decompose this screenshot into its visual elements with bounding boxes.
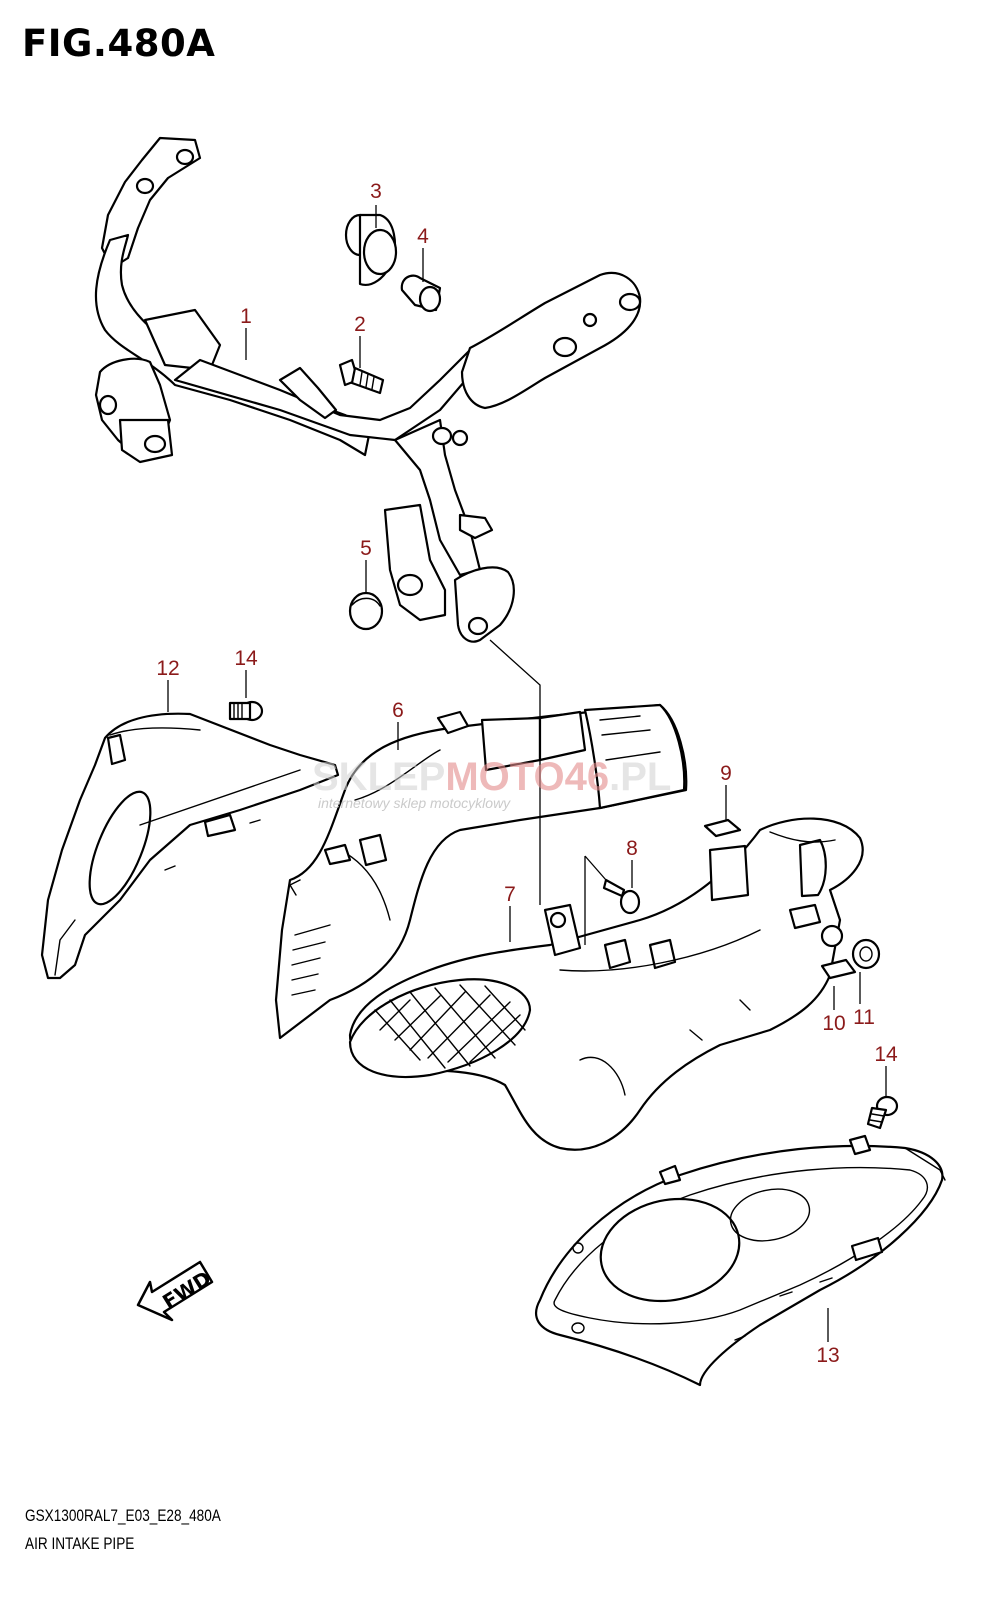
leader-lines — [167, 205, 887, 1342]
callout-12: 12 — [156, 657, 179, 680]
watermark-brand-1: SKLEP — [312, 755, 445, 799]
callout-10: 10 — [822, 1012, 845, 1035]
part-9-clip[interactable] — [703, 818, 742, 838]
watermark-brand-3: .PL — [609, 755, 671, 799]
part-14-screw-lower[interactable] — [866, 1095, 899, 1130]
figure-code: GSX1300RAL7_E03_E28_480A — [25, 1506, 221, 1525]
part-12-inner-cover[interactable] — [40, 712, 340, 980]
callout-2: 2 — [354, 313, 366, 336]
part-4-collar[interactable] — [400, 274, 442, 313]
callout-9: 9 — [720, 762, 732, 785]
figure-name: AIR INTAKE PIPE — [25, 1534, 135, 1553]
part-13-outer-cover[interactable] — [534, 1134, 946, 1387]
callout-7: 7 — [504, 883, 516, 906]
figure-title: FIG.480A — [22, 22, 216, 65]
callout-14-upper: 14 — [234, 647, 258, 670]
callout-4: 4 — [417, 225, 429, 248]
callout-14-lower: 14 — [874, 1043, 898, 1066]
callout-1: 1 — [240, 305, 252, 328]
callout-labels: 1 2 3 4 5 6 7 8 9 10 11 12 13 14 14 — [156, 180, 898, 1367]
part-3-grommet[interactable] — [344, 213, 398, 286]
part-1-frame-bracket[interactable] — [94, 136, 642, 643]
callout-13: 13 — [816, 1344, 839, 1367]
callout-8: 8 — [626, 837, 638, 860]
part-6-air-duct-left[interactable] — [274, 703, 688, 1040]
watermark: SKLEPMOTO46.PL internetowy sklep motocyk… — [312, 755, 671, 811]
svg-text:SKLEPMOTO46.PL: SKLEPMOTO46.PL — [312, 755, 671, 799]
callout-6: 6 — [392, 699, 404, 722]
part-14-screw-upper[interactable] — [228, 700, 264, 722]
part-8-screw[interactable] — [602, 878, 641, 915]
part-10-clip[interactable] — [820, 958, 857, 980]
part-2-bolt[interactable] — [338, 358, 385, 395]
fwd-arrow-icon: FWD — [136, 1260, 215, 1322]
part-5-grommet[interactable] — [348, 591, 384, 631]
callout-5: 5 — [360, 537, 372, 560]
part-7-air-duct-right[interactable] — [348, 817, 864, 1151]
watermark-tagline: internetowy sklep motocyklowy — [318, 795, 511, 811]
watermark-brand-2: MOTO46 — [445, 755, 609, 799]
callout-3: 3 — [370, 180, 382, 203]
callout-11: 11 — [853, 1006, 875, 1029]
part-11-grommet[interactable] — [851, 938, 881, 970]
